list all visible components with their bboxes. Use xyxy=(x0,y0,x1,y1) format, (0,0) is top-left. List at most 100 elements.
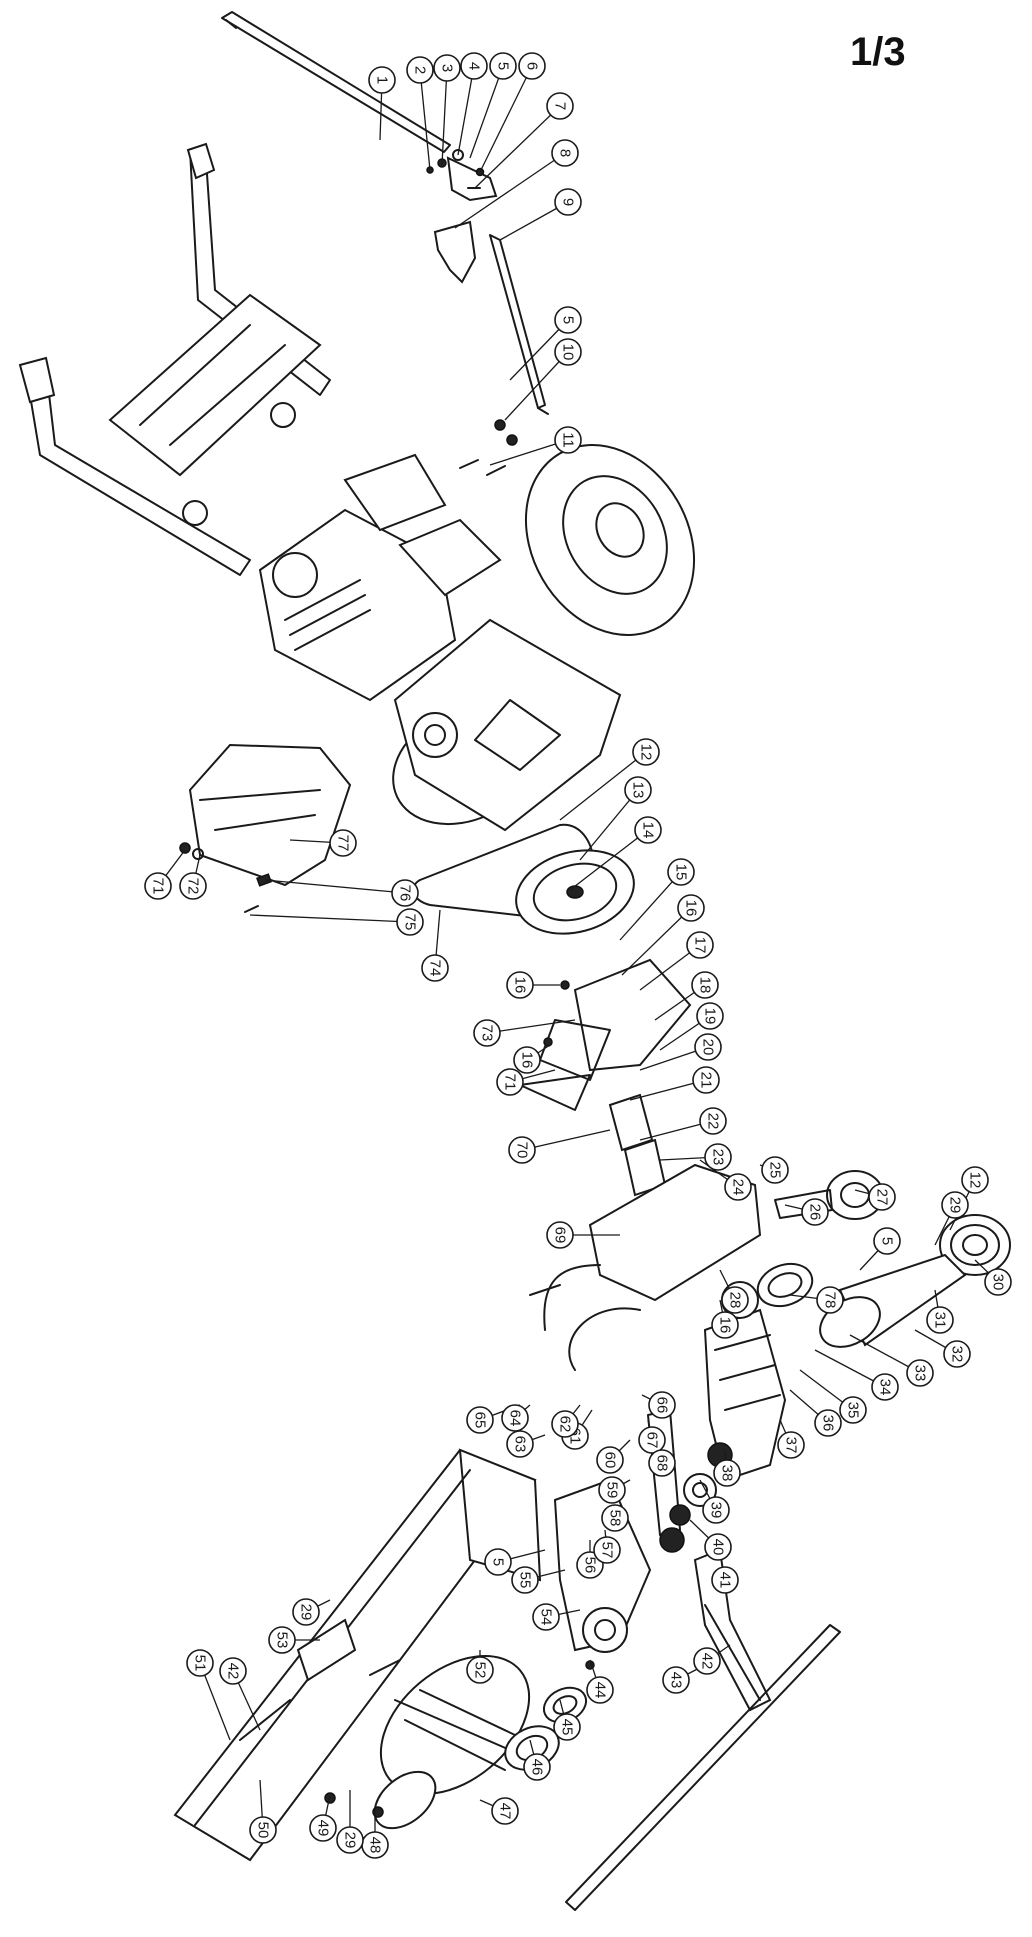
callout-number: 16 xyxy=(683,900,700,917)
callout-c71a: 71 xyxy=(496,1068,524,1096)
callout-number: 75 xyxy=(402,914,419,931)
callout-c47: 47 xyxy=(491,1797,519,1825)
leader-line-c3 xyxy=(441,67,448,166)
page-indicator: 1/3 xyxy=(850,30,906,74)
callout-c19: 19 xyxy=(696,1002,724,1030)
callout-number: 24 xyxy=(730,1179,747,1196)
callout-c7: 7 xyxy=(546,92,574,120)
callout-c4: 4 xyxy=(460,52,488,80)
callout-number: 21 xyxy=(698,1072,715,1089)
callout-number: 60 xyxy=(602,1452,619,1469)
drive-shaft xyxy=(647,1409,733,1553)
callout-number: 56 xyxy=(582,1557,599,1574)
callout-c28: 28 xyxy=(721,1286,749,1314)
callout-number: 30 xyxy=(990,1274,1007,1291)
callout-number: 31 xyxy=(932,1312,949,1329)
callout-c29a: 29 xyxy=(941,1191,969,1219)
callout-number: 3 xyxy=(439,64,456,72)
callout-number: 19 xyxy=(702,1008,719,1025)
callout-c3: 3 xyxy=(433,54,461,82)
callout-circle xyxy=(508,1136,536,1164)
callout-c33: 33 xyxy=(906,1359,934,1387)
callout-c16b: 16 xyxy=(711,1311,739,1339)
callout-circle xyxy=(761,1156,789,1184)
callout-circle xyxy=(511,1566,539,1594)
callout-c64: 64 xyxy=(501,1404,529,1432)
callout-number: 33 xyxy=(912,1365,929,1382)
leader-line-c2 xyxy=(419,69,431,171)
leader-line-c76 xyxy=(264,879,406,894)
callout-c31: 31 xyxy=(926,1306,954,1334)
callout-number: 13 xyxy=(630,782,647,799)
callout-number: 5 xyxy=(495,62,512,70)
callout-c74: 74 xyxy=(421,954,449,982)
callout-number: 36 xyxy=(820,1415,837,1432)
callout-circle xyxy=(546,92,574,120)
callout-number: 14 xyxy=(640,822,657,839)
callout-circle xyxy=(586,1676,614,1704)
callout-c20: 20 xyxy=(694,1033,722,1061)
callout-c76: 76 xyxy=(391,879,419,907)
callout-number: 29 xyxy=(947,1197,964,1214)
callout-c75: 75 xyxy=(396,908,424,936)
callout-c72: 72 xyxy=(179,872,207,900)
callout-c57: 57 xyxy=(593,1536,621,1564)
callout-circle xyxy=(396,908,424,936)
callout-c30: 30 xyxy=(984,1268,1012,1296)
callout-number: 38 xyxy=(719,1465,736,1482)
callout-circle xyxy=(696,1002,724,1030)
callout-number: 16 xyxy=(512,977,529,994)
callout-c5a: 5 xyxy=(489,52,517,80)
callout-c2: 2 xyxy=(406,56,434,84)
callout-circle xyxy=(868,1183,896,1211)
callout-number: 29 xyxy=(342,1832,359,1849)
callout-c12a: 12 xyxy=(632,738,660,766)
callout-c22: 22 xyxy=(699,1107,727,1135)
callout-circle xyxy=(219,1657,247,1685)
callout-circle xyxy=(309,1814,337,1842)
callout-circle xyxy=(724,1173,752,1201)
callout-circle xyxy=(839,1396,867,1424)
callout-c12b: 12 xyxy=(961,1166,989,1194)
callout-number: 34 xyxy=(877,1379,894,1396)
callout-number: 62 xyxy=(557,1416,574,1433)
callout-c6: 6 xyxy=(518,52,546,80)
callout-circle xyxy=(801,1198,829,1226)
callout-circle xyxy=(551,1410,579,1438)
callout-circle xyxy=(704,1533,732,1561)
lever-bracket xyxy=(426,149,498,284)
callout-number: 71 xyxy=(502,1074,519,1091)
housing-hardware xyxy=(324,1792,384,1818)
callout-number: 37 xyxy=(783,1437,800,1454)
callout-number: 10 xyxy=(560,344,577,361)
callout-circle xyxy=(601,1504,629,1532)
callout-circle xyxy=(466,1406,494,1434)
callout-circle xyxy=(632,738,660,766)
callout-circle xyxy=(694,1033,722,1061)
callout-number: 57 xyxy=(599,1542,616,1559)
callout-c34: 34 xyxy=(871,1373,899,1401)
callout-number: 48 xyxy=(367,1837,384,1854)
callout-circle xyxy=(926,1306,954,1334)
leader-line-c5a xyxy=(469,65,504,159)
callout-circle xyxy=(814,1409,842,1437)
callout-circle xyxy=(702,1496,730,1524)
callout-c51: 51 xyxy=(186,1649,214,1677)
callout-c59: 59 xyxy=(598,1476,626,1504)
callout-circle xyxy=(692,1066,720,1094)
callout-number: 39 xyxy=(708,1502,725,1519)
callout-number: 6 xyxy=(524,62,541,70)
seal-ring xyxy=(756,1262,814,1308)
callout-circle xyxy=(506,971,534,999)
callout-circle xyxy=(421,954,449,982)
callout-c45: 45 xyxy=(553,1713,581,1741)
auger-housing xyxy=(173,1448,542,1862)
callout-number: 42 xyxy=(699,1653,716,1670)
callout-c73: 73 xyxy=(473,1019,501,1047)
callout-c50: 50 xyxy=(249,1816,277,1844)
callout-circle xyxy=(368,66,396,94)
callout-number: 70 xyxy=(514,1142,531,1159)
callout-number: 1 xyxy=(374,76,391,84)
callout-c67: 67 xyxy=(638,1426,666,1454)
callout-circle xyxy=(501,1404,529,1432)
